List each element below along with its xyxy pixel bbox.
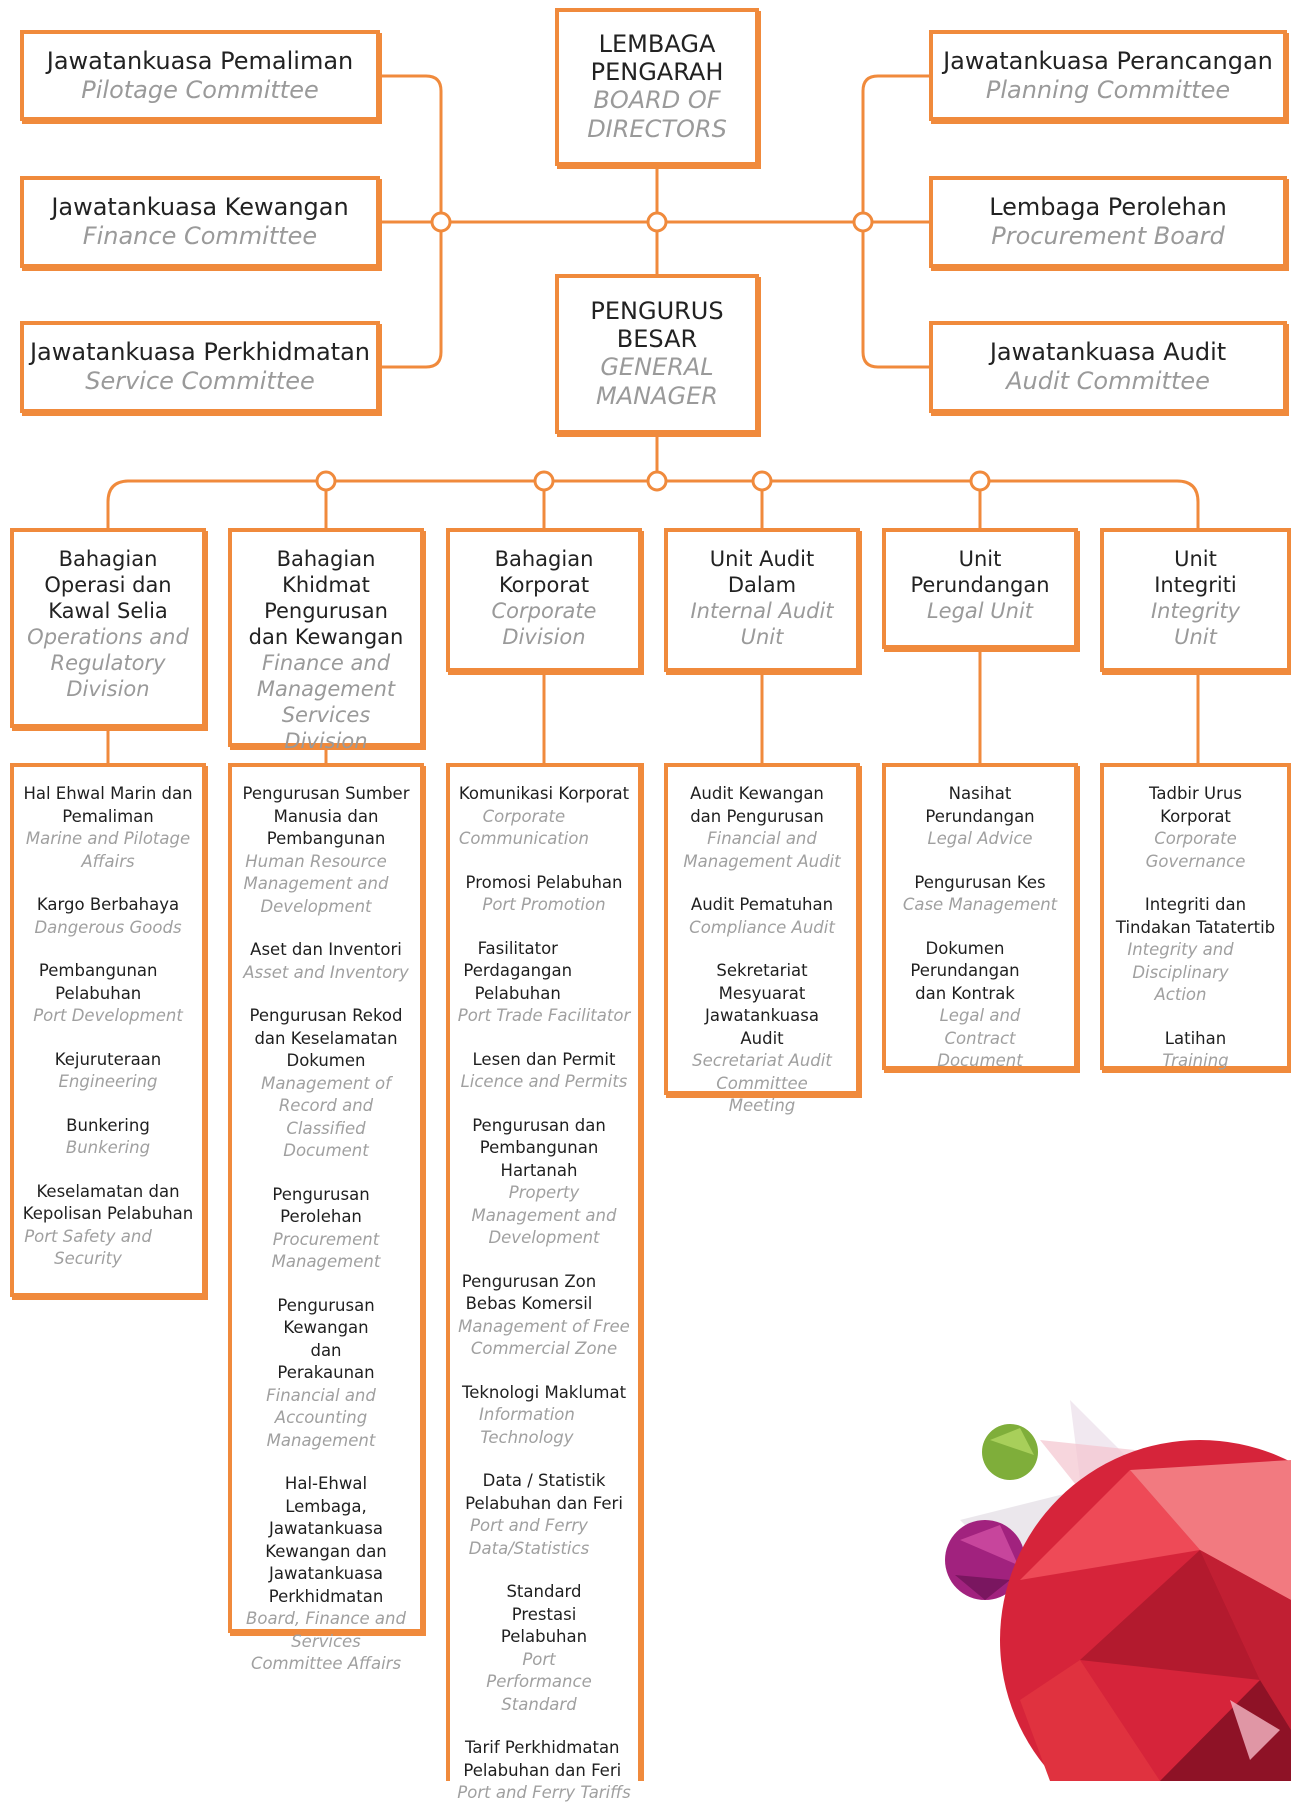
committee-ms: Jawatankuasa Kewangan	[51, 193, 349, 221]
list-item: Tadbir Urus Korporat Corporate Governanc…	[1145, 784, 1246, 871]
committee-ms: Jawatankuasa Pemaliman	[46, 46, 354, 75]
committee-en: Finance Committee	[82, 222, 318, 250]
finance-committee-box: Jawatankuasa Kewangan Finance Committee	[20, 176, 380, 268]
division-title-en: Corporate Division	[491, 599, 597, 649]
list-item: Keselamatan dan Kepolisan Pelabuhan Port…	[22, 1181, 194, 1269]
list-item: Komunikasi Korporat Corporate Communicat…	[458, 784, 630, 848]
list-operations: Hal Ehwal Marin dan Pemaliman Marine and…	[10, 763, 206, 1297]
list-item: Lesen dan Permit Licence and Permits	[460, 1049, 628, 1092]
list-item: Sekretariat Mesyuarat Jawatankuasa Audit…	[692, 961, 832, 1115]
committee-ms: Jawatankuasa Perancangan	[943, 46, 1273, 75]
gm-title-ms: PENGURUS BESAR	[590, 297, 724, 353]
list-item: Audit Pematuhan Compliance Audit	[689, 895, 835, 937]
division-title-ms: Unit Perundangan	[910, 547, 1050, 597]
list-internal-audit: Audit Kewangan dan Pengurusan Financial …	[664, 763, 860, 1115]
pilotage-committee-box: Jawatankuasa Pemaliman Pilotage Committe…	[20, 30, 380, 121]
audit-committee-box: Jawatankuasa Audit Audit Committee	[929, 321, 1287, 413]
list-item: Pembangunan Pelabuhan Port Development	[33, 961, 183, 1025]
list-item: Pengurusan dan Pembangunan Hartanah Prop…	[471, 1115, 617, 1248]
committee-en: Planning Committee	[985, 75, 1231, 104]
list-item: Audit Kewangan dan Pengurusan Financial …	[683, 784, 841, 871]
general-manager-box: PENGURUS BESAR GENERAL MANAGER	[555, 274, 759, 434]
committee-en: Audit Committee	[1006, 367, 1210, 395]
list-item: Kargo Berbahaya Dangerous Goods	[34, 895, 182, 937]
division-title-ms: Unit Audit Dalam	[709, 547, 815, 597]
division-internal-audit-box: Unit Audit Dalam Internal Audit Unit	[664, 528, 860, 672]
list-finance: Pengurusan Sumber Manusia dan Pembanguna…	[228, 763, 424, 1673]
division-title-en: Operations and Regulatory Division	[27, 625, 189, 701]
list-item: Pengurusan Kes Case Management	[902, 872, 1058, 915]
list-item: Data / Statistik Pelabuhan dan Feri Port…	[465, 1471, 623, 1558]
list-item: Latihan Training	[1162, 1028, 1229, 1071]
board-title-ms: LEMBAGA PENGARAH	[590, 30, 724, 86]
procurement-board-box: Lembaga Perolehan Procurement Board	[929, 176, 1287, 268]
list-item: Standard Prestasi Pelabuhan Port Perform…	[486, 1582, 592, 1714]
board-of-directors-box: LEMBAGA PENGARAH BOARD OF DIRECTORS	[555, 8, 759, 166]
list-item: Aset dan Inventori Asset and Inventory	[243, 940, 409, 982]
planning-committee-box: Jawatankuasa Perancangan Planning Commit…	[929, 30, 1287, 121]
committee-en: Service Committee	[85, 367, 315, 395]
committee-en: Procurement Board	[991, 222, 1225, 250]
decorative-polygon-art	[945, 1400, 1291, 1781]
list-item: Integriti dan Tindakan Tatatertib Integr…	[1115, 895, 1276, 1004]
division-operations-box: Bahagian Operasi dan Kawal Selia Operati…	[10, 528, 206, 728]
committee-ms: Jawatankuasa Perkhidmatan	[29, 338, 371, 366]
list-item: Pengurusan Kewangan dan Perakaunan Finan…	[266, 1295, 376, 1450]
division-title-ms: Bahagian Korporat	[494, 547, 594, 597]
magenta-sphere-icon	[945, 1520, 1025, 1600]
division-title-ms: Bahagian Khidmat Pengurusan dan Kewangan	[248, 547, 404, 649]
division-title-en: Finance and Management Services Division	[256, 651, 396, 753]
list-item: Pengurusan Sumber Manusia dan Pembanguna…	[242, 784, 410, 916]
board-title-en: BOARD OF DIRECTORS	[587, 86, 727, 143]
list-item: Hal-Ehwal Lembaga, Jawatankuasa Kewangan…	[246, 1474, 406, 1673]
division-title-ms: Bahagian Operasi dan Kawal Selia	[44, 547, 172, 623]
division-title-ms: Unit Integriti	[1154, 547, 1237, 597]
division-title-en: Internal Audit Unit	[690, 599, 834, 649]
list-item: Pengurusan Zon Bebas Komersil Management…	[458, 1271, 630, 1359]
division-finance-box: Bahagian Khidmat Pengurusan dan Kewangan…	[228, 528, 424, 753]
list-item: Bunkering Bunkering	[65, 1115, 151, 1158]
list-item: Pengurusan Rekod dan Keselamatan Dokumen…	[249, 1006, 403, 1160]
committee-ms: Jawatankuasa Audit	[989, 338, 1227, 366]
list-item: Tarif Perkhidmatan Pelabuhan dan Feri Po…	[457, 1738, 631, 1802]
red-sphere-icon	[1000, 1440, 1291, 1781]
list-item: Dokumen Perundangan dan Kontrak Legal an…	[910, 938, 1023, 1071]
list-item: Kejuruteraan Engineering	[54, 1049, 162, 1092]
service-committee-box: Jawatankuasa Perkhidmatan Service Commit…	[20, 321, 380, 413]
gm-title-en: GENERAL MANAGER	[596, 353, 718, 410]
list-legal: Nasihat Perundangan Legal Advice Penguru…	[882, 763, 1078, 1070]
green-sphere-icon	[982, 1424, 1038, 1480]
list-item: Fasilitator Perdagangan Pelabuhan Port T…	[457, 938, 631, 1026]
list-integrity: Tadbir Urus Korporat Corporate Governanc…	[1100, 763, 1291, 1070]
division-corporate-box: Bahagian Korporat Corporate Division	[446, 528, 642, 672]
division-integrity-box: Unit Integriti Integrity Unit	[1100, 528, 1291, 672]
list-item: Teknologi Maklumat Information Technolog…	[461, 1382, 627, 1447]
committee-en: Pilotage Committee	[81, 75, 319, 104]
list-corporate: Komunikasi Korporat Corporate Communicat…	[446, 763, 642, 1802]
list-item: Hal Ehwal Marin dan Pemaliman Marine and…	[23, 784, 193, 871]
list-item: Promosi Pelabuhan Port Promotion	[465, 872, 623, 915]
division-legal-box: Unit Perundangan Legal Unit	[882, 528, 1078, 649]
list-item: Pengurusan Perolehan Procurement Managem…	[271, 1184, 381, 1272]
committee-ms: Lembaga Perolehan	[989, 193, 1227, 221]
division-title-en: Legal Unit	[926, 599, 1034, 623]
list-item: Nasihat Perundangan Legal Advice	[925, 784, 1035, 848]
division-title-en: Integrity Unit	[1150, 599, 1241, 649]
